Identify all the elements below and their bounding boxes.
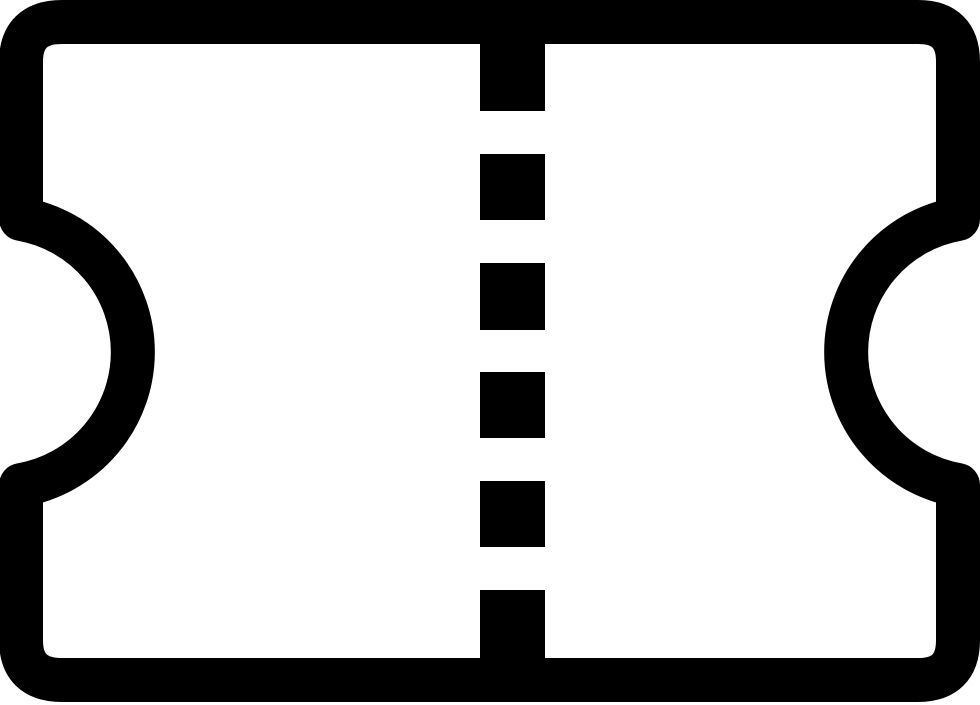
perforation-dash <box>480 40 545 111</box>
perforation-dash <box>480 154 545 220</box>
perforation-dash <box>480 481 545 547</box>
perforation-dash <box>480 372 545 438</box>
perforation-dash <box>480 263 545 330</box>
perforation-line <box>480 40 545 662</box>
perforation-dash <box>480 590 545 662</box>
